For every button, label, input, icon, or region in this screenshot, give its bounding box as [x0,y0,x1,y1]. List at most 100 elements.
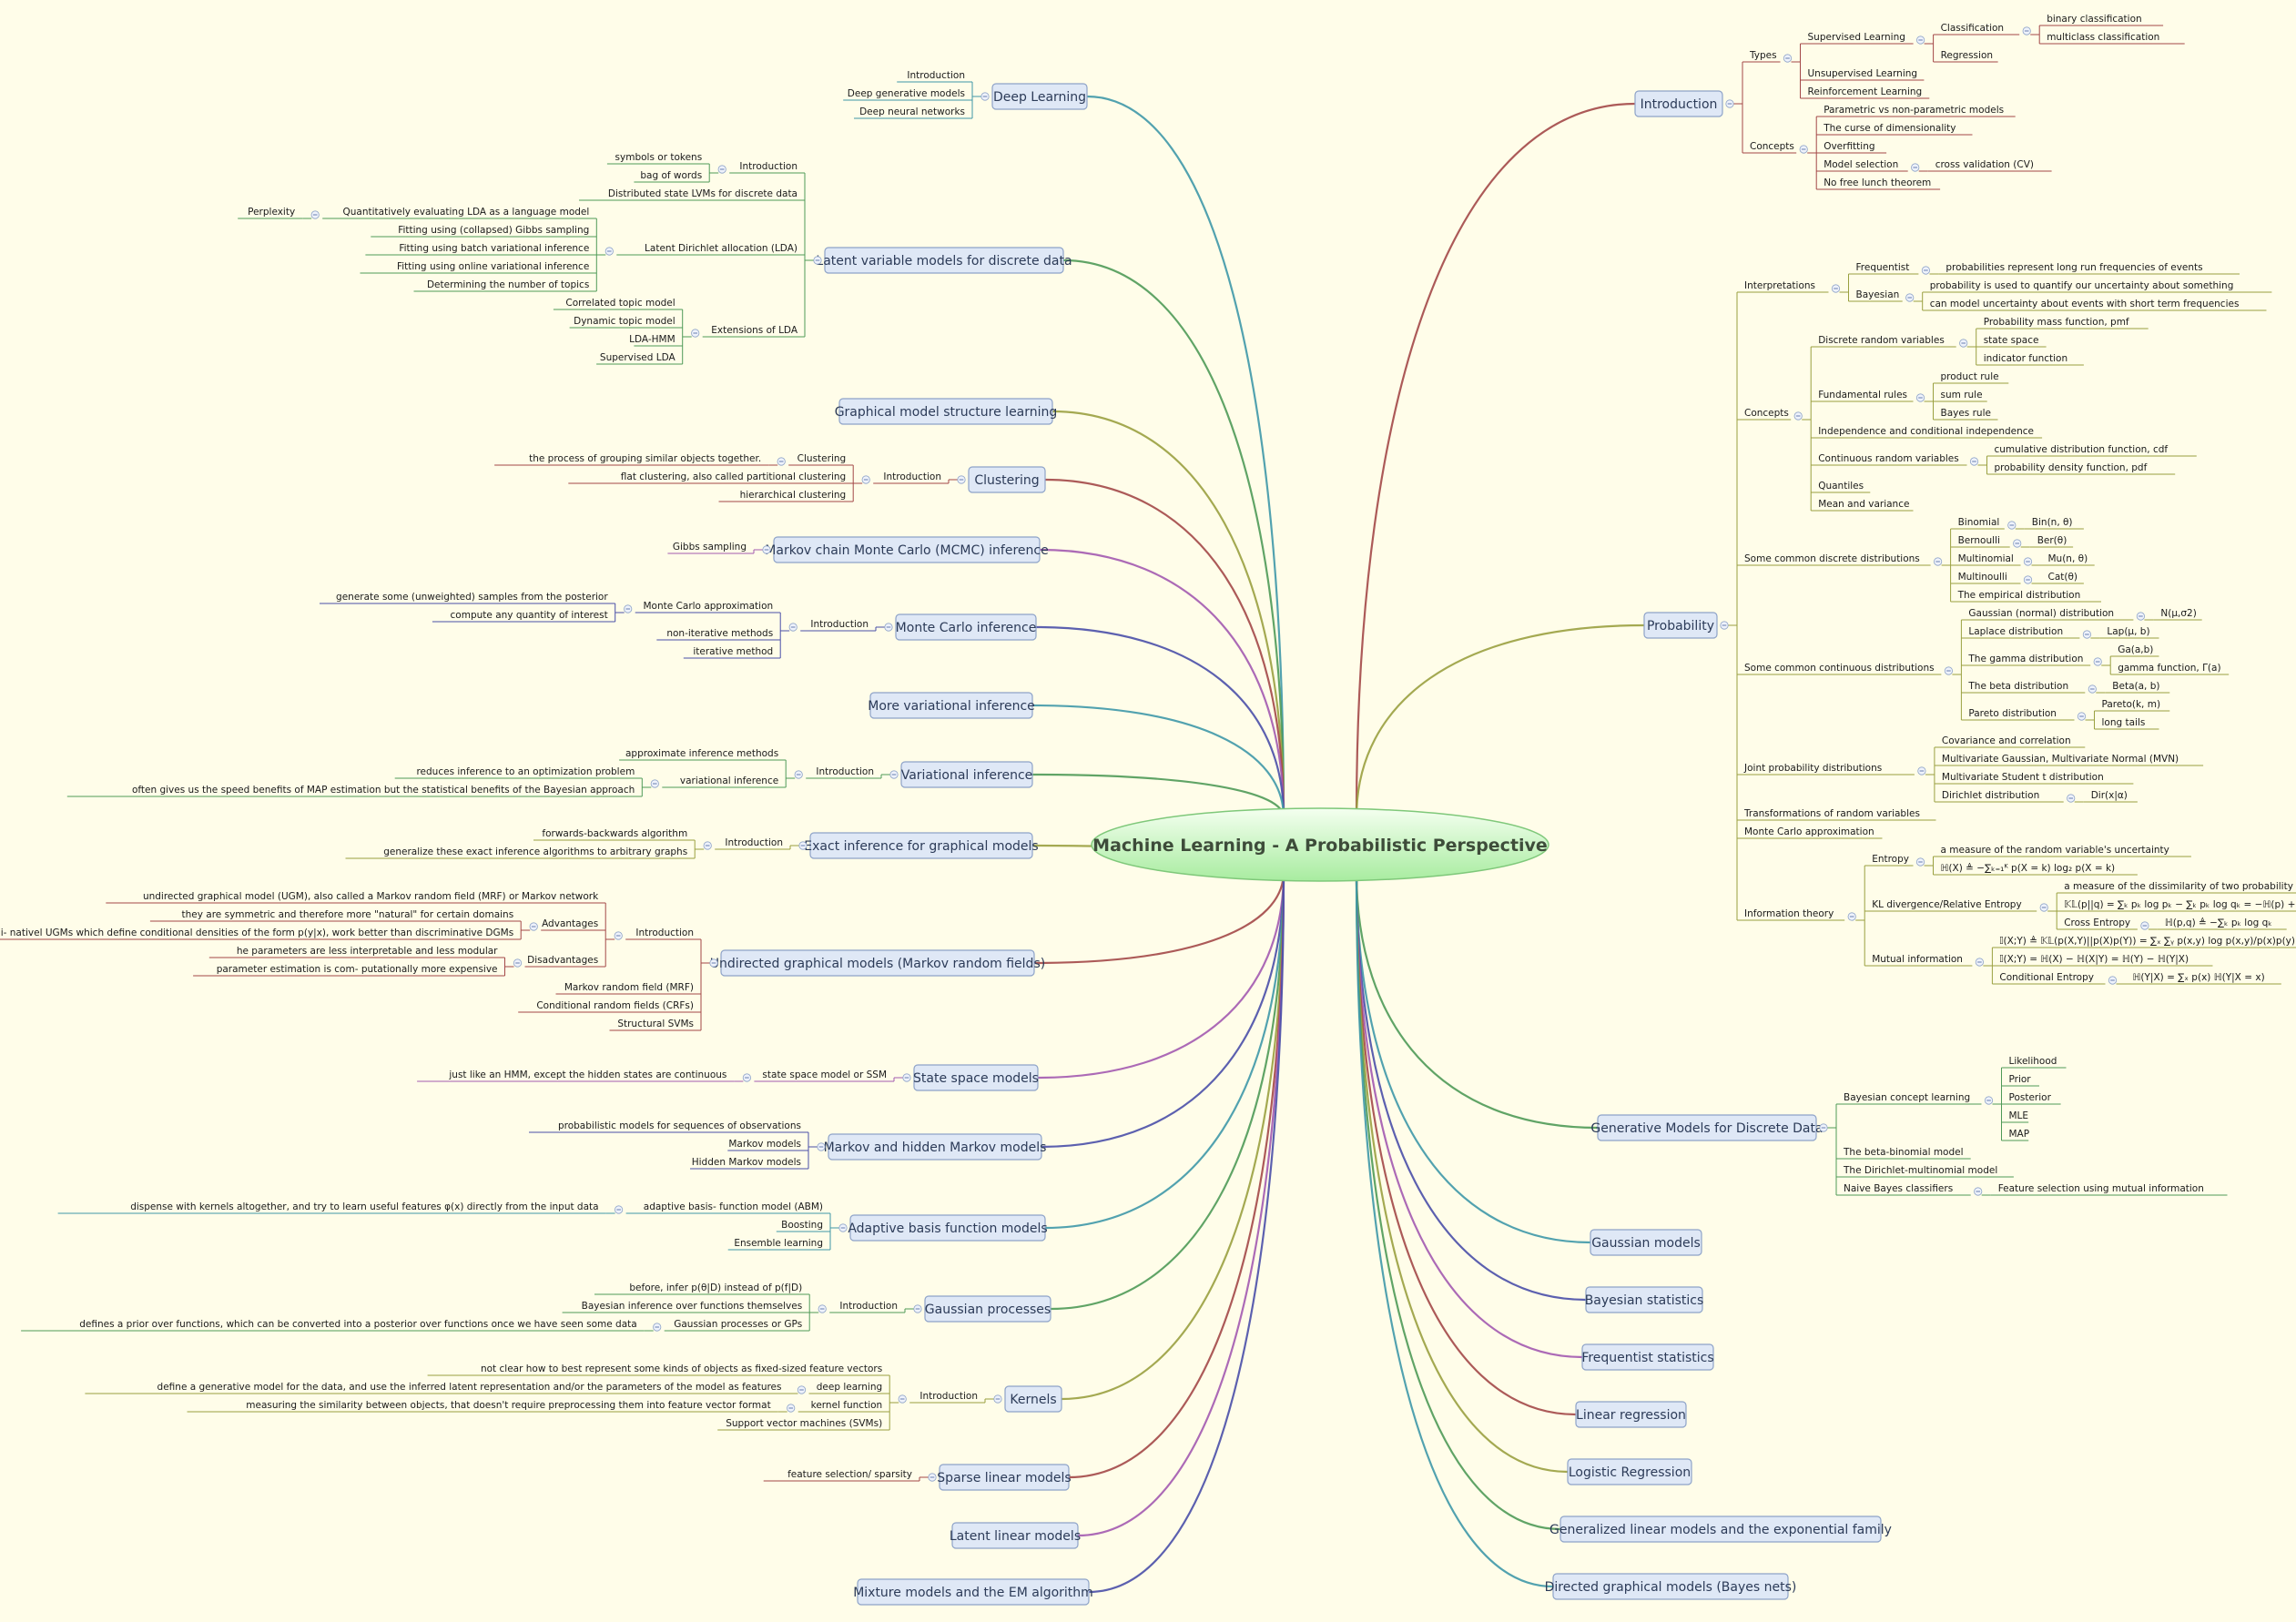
topic-compute-any-quantity-of-interest[interactable]: compute any quantity of interest [432,610,615,623]
main-topic-mixture-models-and-the-em-algorithm[interactable]: Mixture models and the EM algorithm [853,1578,1093,1606]
topic-dir-x[interactable]: Dir(x|α) [2083,790,2138,803]
topic-multivariate-gaussian-multivariate-norma[interactable]: Multivariate Gaussian, Multivariate Norm… [1934,754,2204,766]
main-topic-generalized-linear-models-and-the-expone[interactable]: Generalized linear models and the expone… [1549,1516,1892,1543]
collapse-toggle-icon[interactable] [902,1073,911,1082]
collapse-toggle-icon[interactable] [794,770,803,779]
topic-state-space-model-or-ssm[interactable]: state space model or SSM [742,1070,894,1082]
topic-adaptive-basis-function-model-abm[interactable]: adaptive basis- function model (ABM) [614,1201,830,1214]
main-topic-monte-carlo-inference[interactable]: Monte Carlo inference [884,613,1037,641]
topic-probabilistic-models-for-sequences-of-ob[interactable]: probabilistic models for sequences of ob… [529,1120,808,1133]
topic-a-measure-of-the-random-variable-s-uncer[interactable]: a measure of the random variable's uncer… [1933,845,2191,857]
topic-discrimi-nativel-ugms-which-define-condi[interactable]: discrimi- nativel UGMs which define cond… [0,928,522,940]
topic-pareto-distribution[interactable]: Pareto distribution [1961,708,2087,721]
topic-boosting[interactable]: Boosting [776,1220,830,1232]
collapse-toggle-icon[interactable] [2022,26,2031,35]
topic-laplace-distribution[interactable]: Laplace distribution [1961,626,2091,639]
topic-map[interactable]: MAP [2001,1129,2030,1141]
topic-the-empirical-distribution[interactable]: The empirical distribution [1950,590,2101,603]
collapse-toggle-icon[interactable] [818,1304,827,1313]
topic-ber[interactable]: Ber(θ) [2029,535,2074,548]
topic-x-y-p-x-y-p-x-p-y-p-x-y-log-p-x-y-p-x-p-[interactable]: 𝕀(X;Y) ≜ 𝕂𝕃(p(X,Y)||p(X)p(Y)) = ∑ₓ ∑ᵧ p(… [1992,936,2296,948]
topic-bayesian[interactable]: Bayesian [1848,289,1915,302]
collapse-toggle-icon[interactable] [889,770,899,779]
topic-undirected-graphical-model-ugm-also-call[interactable]: undirected graphical model (UGM), also c… [106,891,606,904]
collapse-toggle-icon[interactable] [529,922,538,931]
collapse-toggle-icon[interactable] [861,475,870,484]
central-topic[interactable]: Machine Learning - A Probabilistic Persp… [1091,807,1549,882]
collapse-toggle-icon[interactable] [1915,857,1925,867]
topic-bin-n[interactable]: Bin(n, θ) [2024,517,2084,530]
collapse-toggle-icon[interactable] [777,457,786,466]
topic-reduces-inference-to-an-optimization-pro[interactable]: reduces inference to an optimization pro… [394,766,643,779]
collapse-toggle-icon[interactable] [703,841,712,850]
main-topic-box[interactable] [913,1064,1039,1091]
main-topic-introduction[interactable]: Introduction [1634,90,1734,117]
collapse-toggle-icon[interactable] [614,931,623,940]
collapse-toggle-icon[interactable] [1847,912,1856,921]
main-topic-directed-graphical-models-bayes-nets[interactable]: Directed graphical models (Bayes nets) [1545,1573,1797,1600]
topic-no-free-lunch-theorem[interactable]: No free lunch theorem [1816,177,1941,190]
topic-indicator-function[interactable]: indicator function [1976,353,2084,366]
topic-feature-selection-using-mutual-informati[interactable]: Feature selection using mutual informati… [1990,1183,2228,1196]
topic-deep-generative-models[interactable]: Deep generative models [843,88,972,101]
central-topic-shape[interactable] [1091,807,1549,882]
topic-the-gamma-distribution[interactable]: The gamma distribution [1961,654,2102,666]
collapse-toggle-icon[interactable] [817,1142,826,1151]
topic-latent-dirichlet-allocation-lda[interactable]: Latent Dirichlet allocation (LDA) [604,243,805,256]
main-topic-markov-and-hidden-markov-models[interactable]: Markov and hidden Markov models [817,1133,1047,1161]
main-topic-box[interactable] [857,1578,1090,1606]
topic-distributed-state-lvms-for-discrete-data[interactable]: Distributed state LVMs for discrete data [579,188,805,201]
main-topic-adaptive-basis-function-models[interactable]: Adaptive basis function models [838,1214,1048,1242]
topic-model-selection[interactable]: Model selection [1816,159,1920,172]
collapse-toggle-icon[interactable] [797,1385,807,1394]
collapse-toggle-icon[interactable] [838,1223,848,1232]
collapse-toggle-icon[interactable] [1969,457,1979,466]
topic-they-are-symmetric-and-therefore-more-na[interactable]: they are symmetric and therefore more "n… [149,909,522,922]
topic-clustering[interactable]: Clustering [777,453,854,466]
main-topic-deep-learning[interactable]: Deep Learning [980,83,1088,110]
topic-bayesian-concept-learning[interactable]: Bayesian concept learning [1836,1092,1994,1105]
collapse-toggle-icon[interactable] [913,1304,922,1313]
topic-bernoulli[interactable]: Bernoulli [1950,535,2022,548]
topic-support-vector-machines-svms[interactable]: Support vector machines (SVMs) [717,1418,890,1431]
topic-state-space[interactable]: state space [1976,335,2047,348]
collapse-toggle-icon[interactable] [624,604,633,613]
topic-define-a-generative-model-for-the-data-a[interactable]: define a generative model for the data, … [85,1382,789,1394]
topic-lap-b[interactable]: Lap(μ, b) [2099,626,2159,639]
collapse-toggle-icon[interactable] [2023,575,2033,584]
topic-mutual-information[interactable]: Mutual information [1864,954,1984,967]
topic-classification[interactable]: Classification [1933,23,2031,35]
main-topic-clustering[interactable]: Clustering [957,466,1046,493]
topic-discrete-random-variables[interactable]: Discrete random variables [1811,335,1968,348]
topic-dispense-with-kernels-altogether-and-try[interactable]: dispense with kernels altogether, and tr… [57,1201,606,1214]
main-topic-box[interactable] [1597,1114,1817,1141]
topic-kl-divergence-relative-entropy[interactable]: KL divergence/Relative Entropy [1864,899,2048,912]
topic-binary-classification[interactable]: binary classification [2039,14,2164,26]
topic-lda-hmm[interactable]: LDA-HMM [629,334,683,347]
collapse-toggle-icon[interactable] [1793,411,1803,421]
topic-overfitting[interactable]: Overfitting [1816,141,1887,154]
main-topic-state-space-models[interactable]: State space models [902,1064,1039,1091]
topic-covariance-and-correlation[interactable]: Covariance and correlation [1934,735,2086,748]
main-topic-bayesian-statistics[interactable]: Bayesian statistics [1585,1286,1704,1313]
collapse-toggle-icon[interactable] [2077,712,2087,721]
topic-some-common-discrete-distributions[interactable]: Some common discrete distributions [1737,553,1943,566]
collapse-toggle-icon[interactable] [1917,766,1926,776]
topic-extensions-of-lda[interactable]: Extensions of LDA [691,325,806,338]
main-topic-box[interactable] [900,761,1033,788]
topic-introduction[interactable]: Introduction [861,471,949,484]
main-topic-box[interactable] [1634,90,1723,117]
topic-joint-probability-distributions[interactable]: Joint probability distributions [1737,763,1926,776]
main-topic-undirected-graphical-models-markov-rando[interactable]: Undirected graphical models (Markov rand… [709,949,1045,977]
collapse-toggle-icon[interactable] [1944,666,1953,675]
topic-not-clear-how-to-best-represent-some-kin[interactable]: not clear how to best represent some kin… [427,1363,890,1376]
topic-markov-models[interactable]: Markov models [727,1139,808,1151]
main-topic-gaussian-processes[interactable]: Gaussian processes [913,1295,1051,1323]
collapse-toggle-icon[interactable] [928,1473,937,1482]
topic-posterior[interactable]: Posterior [2001,1092,2061,1105]
topic-binomial[interactable]: Binomial [1950,517,2017,530]
main-topic-box[interactable] [809,832,1033,859]
main-topic-box[interactable] [824,247,1064,274]
topic-probability-is-used-to-quantify-our-unce[interactable]: probability is used to quantify our unce… [1922,280,2272,293]
topic-iterative-method[interactable]: iterative method [683,646,781,659]
